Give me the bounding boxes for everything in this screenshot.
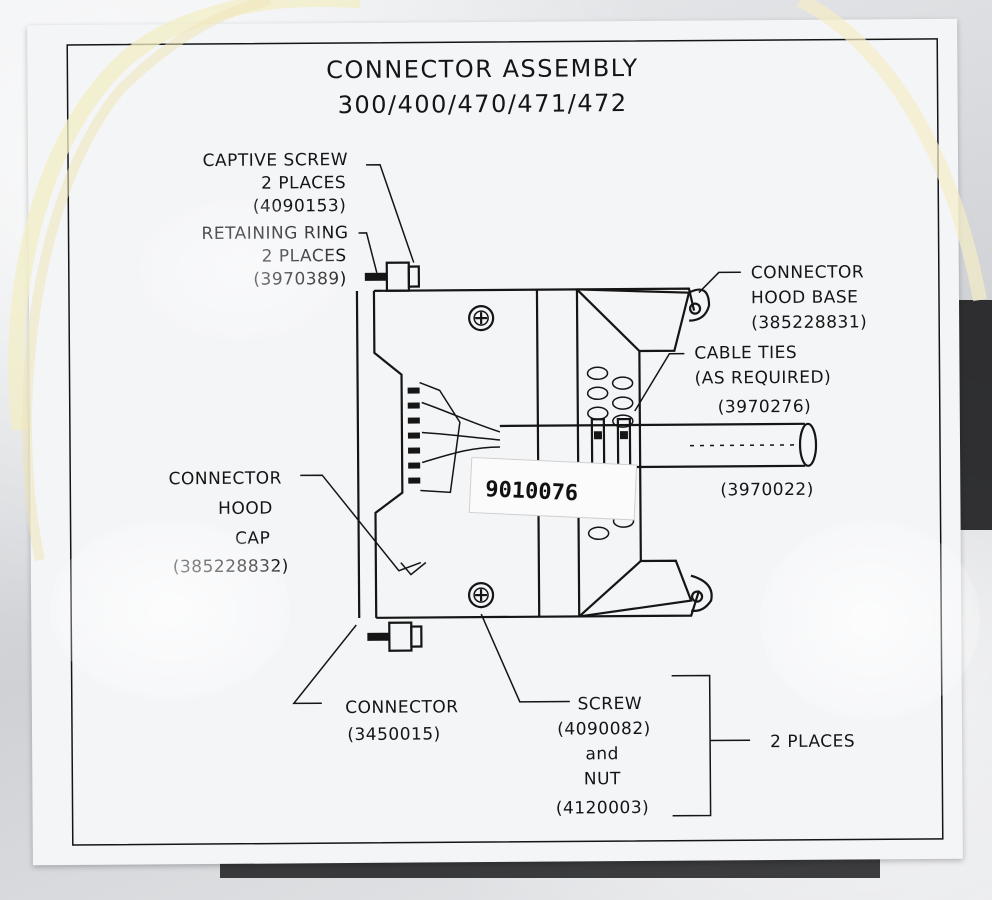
svg-text:SCREW: SCREW bbox=[577, 694, 642, 714]
callout-cable-ties: CABLE TIES (AS REQUIRED) (3970276) bbox=[634, 343, 831, 418]
callout-connector: CONNECTOR (3450015) bbox=[292, 624, 459, 745]
connector-pins bbox=[407, 381, 501, 494]
svg-text:2 PLACES: 2 PLACES bbox=[261, 173, 346, 194]
captive-screw-top bbox=[385, 261, 411, 292]
svg-text:(3450015): (3450015) bbox=[347, 724, 441, 745]
svg-text:CAP: CAP bbox=[235, 529, 270, 549]
callout-two-places: 2 PLACES bbox=[770, 731, 855, 752]
hood-screw-top bbox=[468, 304, 495, 332]
svg-text:RETAINING RING: RETAINING RING bbox=[201, 223, 348, 244]
connector-hood-drawing bbox=[355, 261, 818, 652]
part-number-sticker: 9010076 bbox=[468, 456, 638, 521]
svg-text:(4090082): (4090082) bbox=[557, 719, 651, 740]
callout-screw-and-nut: SCREW (4090082) and NUT (4120003) 2 PLAC… bbox=[480, 613, 855, 819]
svg-text:(385228831): (385228831) bbox=[751, 312, 867, 333]
callout-retaining-ring: RETAINING RING 2 PLACES (3970389) bbox=[201, 223, 378, 290]
sheet-title: CONNECTOR ASSEMBLY bbox=[326, 54, 639, 84]
callout-cable: (3970022) bbox=[720, 480, 814, 501]
svg-text:and: and bbox=[585, 744, 619, 764]
sheet-border bbox=[66, 38, 944, 846]
sheet-subtitle: 300/400/470/471/472 bbox=[338, 89, 628, 119]
svg-text:CABLE TIES: CABLE TIES bbox=[694, 343, 797, 364]
svg-text:(4090153): (4090153) bbox=[253, 196, 347, 217]
svg-text:CONNECTOR: CONNECTOR bbox=[751, 262, 865, 283]
svg-text:CONNECTOR: CONNECTOR bbox=[345, 697, 459, 718]
svg-text:HOOD BASE: HOOD BASE bbox=[751, 287, 859, 308]
svg-text:CONNECTOR: CONNECTOR bbox=[168, 468, 282, 489]
callout-connector-hood-base: CONNECTOR HOOD BASE (385228831) bbox=[698, 262, 867, 333]
connector-assembly-diagram: CONNECTOR ASSEMBLY 300/400/470/471/472 C… bbox=[66, 38, 944, 846]
hood-screw-bottom bbox=[467, 582, 495, 609]
svg-text:(4120003): (4120003) bbox=[556, 798, 650, 819]
svg-text:HOOD: HOOD bbox=[218, 499, 273, 519]
svg-text:(385228832): (385228832) bbox=[173, 556, 289, 577]
svg-text:(3970389): (3970389) bbox=[253, 269, 347, 290]
callout-connector-hood-cap: CONNECTOR HOOD CAP (385228832) bbox=[168, 468, 422, 577]
sticker-part-number: 9010076 bbox=[485, 477, 579, 506]
svg-text:(AS REQUIRED): (AS REQUIRED) bbox=[694, 368, 831, 389]
svg-text:2 PLACES: 2 PLACES bbox=[262, 246, 347, 267]
svg-text:(3970276): (3970276) bbox=[718, 397, 812, 418]
svg-text:CAPTIVE SCREW: CAPTIVE SCREW bbox=[203, 150, 349, 171]
instruction-card: CONNECTOR ASSEMBLY 300/400/470/471/472 C… bbox=[27, 18, 963, 866]
captive-screw-bottom bbox=[388, 621, 413, 652]
svg-text:NUT: NUT bbox=[584, 769, 621, 789]
cable-ties-drawing bbox=[590, 417, 632, 475]
